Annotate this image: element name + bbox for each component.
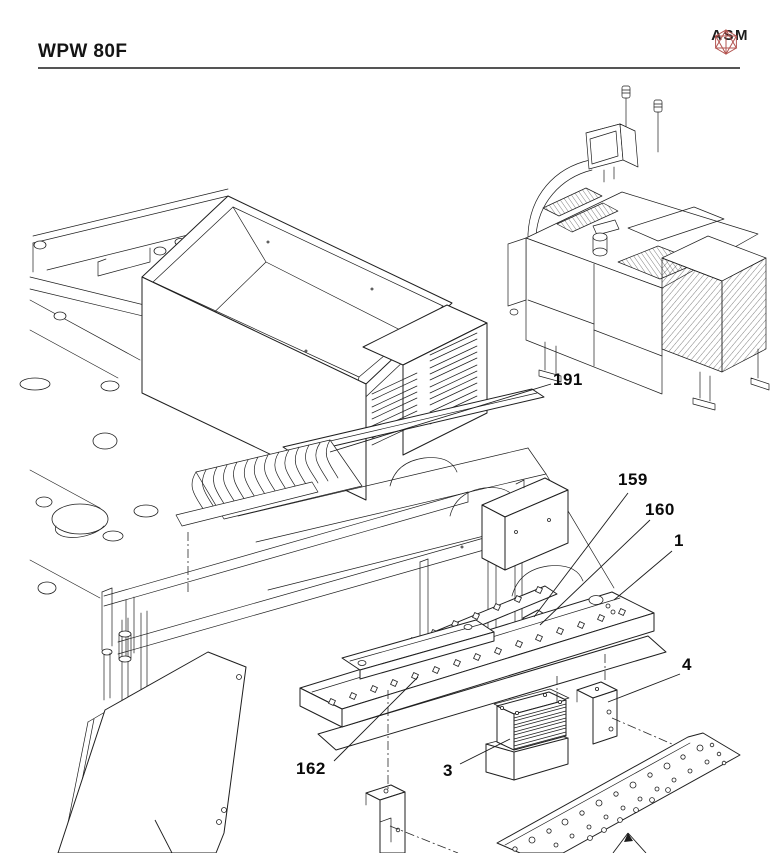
asm-logo-icon <box>714 29 738 55</box>
leader-lines <box>154 383 681 853</box>
vent-grille <box>371 332 478 446</box>
machine-overview-thumbnail <box>507 85 770 411</box>
door-panel <box>57 610 247 853</box>
part-162-subrail <box>341 619 495 680</box>
base-plate <box>19 188 229 599</box>
brand-block: ASM <box>711 27 749 55</box>
callout-191: 191 <box>553 370 583 389</box>
callout-162: 162 <box>296 759 326 778</box>
page-title: WPW 80F <box>38 41 128 62</box>
exploded-view <box>19 188 741 853</box>
part-4-bracket <box>576 681 618 745</box>
callout-1: 1 <box>674 531 684 550</box>
callout-160: 160 <box>645 500 675 519</box>
cable-track <box>175 439 363 527</box>
callout-3: 3 <box>443 761 453 780</box>
part-3-block <box>485 688 570 781</box>
part-1-rail <box>299 591 667 751</box>
bottom-left-bracket <box>365 784 406 853</box>
centerlines <box>187 532 673 853</box>
callout-159: 159 <box>618 470 648 489</box>
hole-plate <box>496 732 741 853</box>
header-divider <box>38 67 740 69</box>
callout-4: 4 <box>682 655 692 674</box>
hole-pattern <box>512 742 727 852</box>
junction-box <box>460 477 569 571</box>
